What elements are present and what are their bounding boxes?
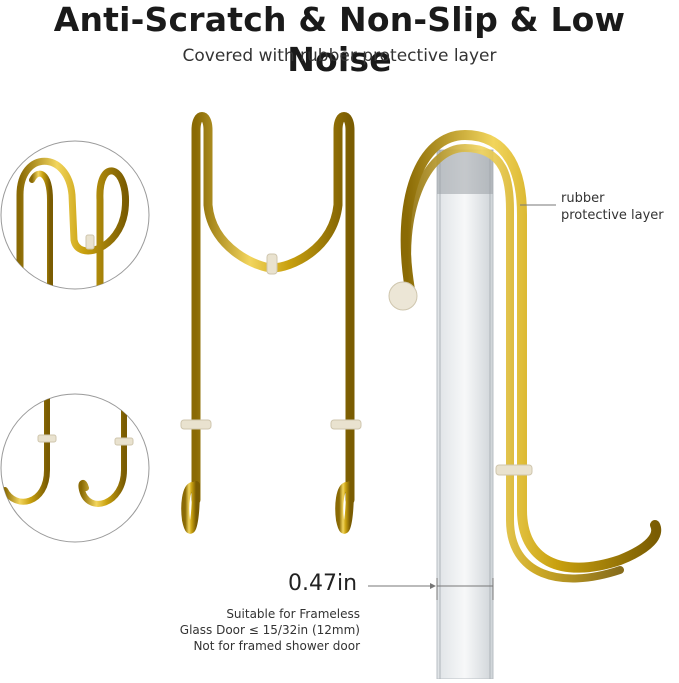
page-title: Anti-Scratch & Non-Slip & Low Noise: [53, 0, 626, 79]
compatibility-note: Suitable for Frameless Glass Door ≤ 15/3…: [160, 606, 360, 654]
detail-circle-top: [0, 140, 150, 290]
glass-door: [436, 149, 494, 680]
callout-line-2: protective layer: [561, 208, 664, 223]
callout-line-1: rubber: [561, 191, 605, 206]
page-subtitle: Covered with rubber protective layer: [182, 46, 497, 66]
note-line-1: Suitable for Frameless: [226, 607, 360, 621]
dimension-indicator: [368, 578, 494, 600]
hook-side-view: [388, 129, 662, 583]
rubber-layer-callout: rubber protective layer: [561, 190, 664, 224]
hook-front-view: [180, 112, 362, 534]
note-line-3: Not for framed shower door: [193, 639, 360, 653]
thickness-measurement: 0.47in: [288, 571, 358, 596]
note-line-2: Glass Door ≤ 15/32in (12mm): [179, 623, 360, 637]
detail-circle-bottom: [0, 393, 150, 543]
